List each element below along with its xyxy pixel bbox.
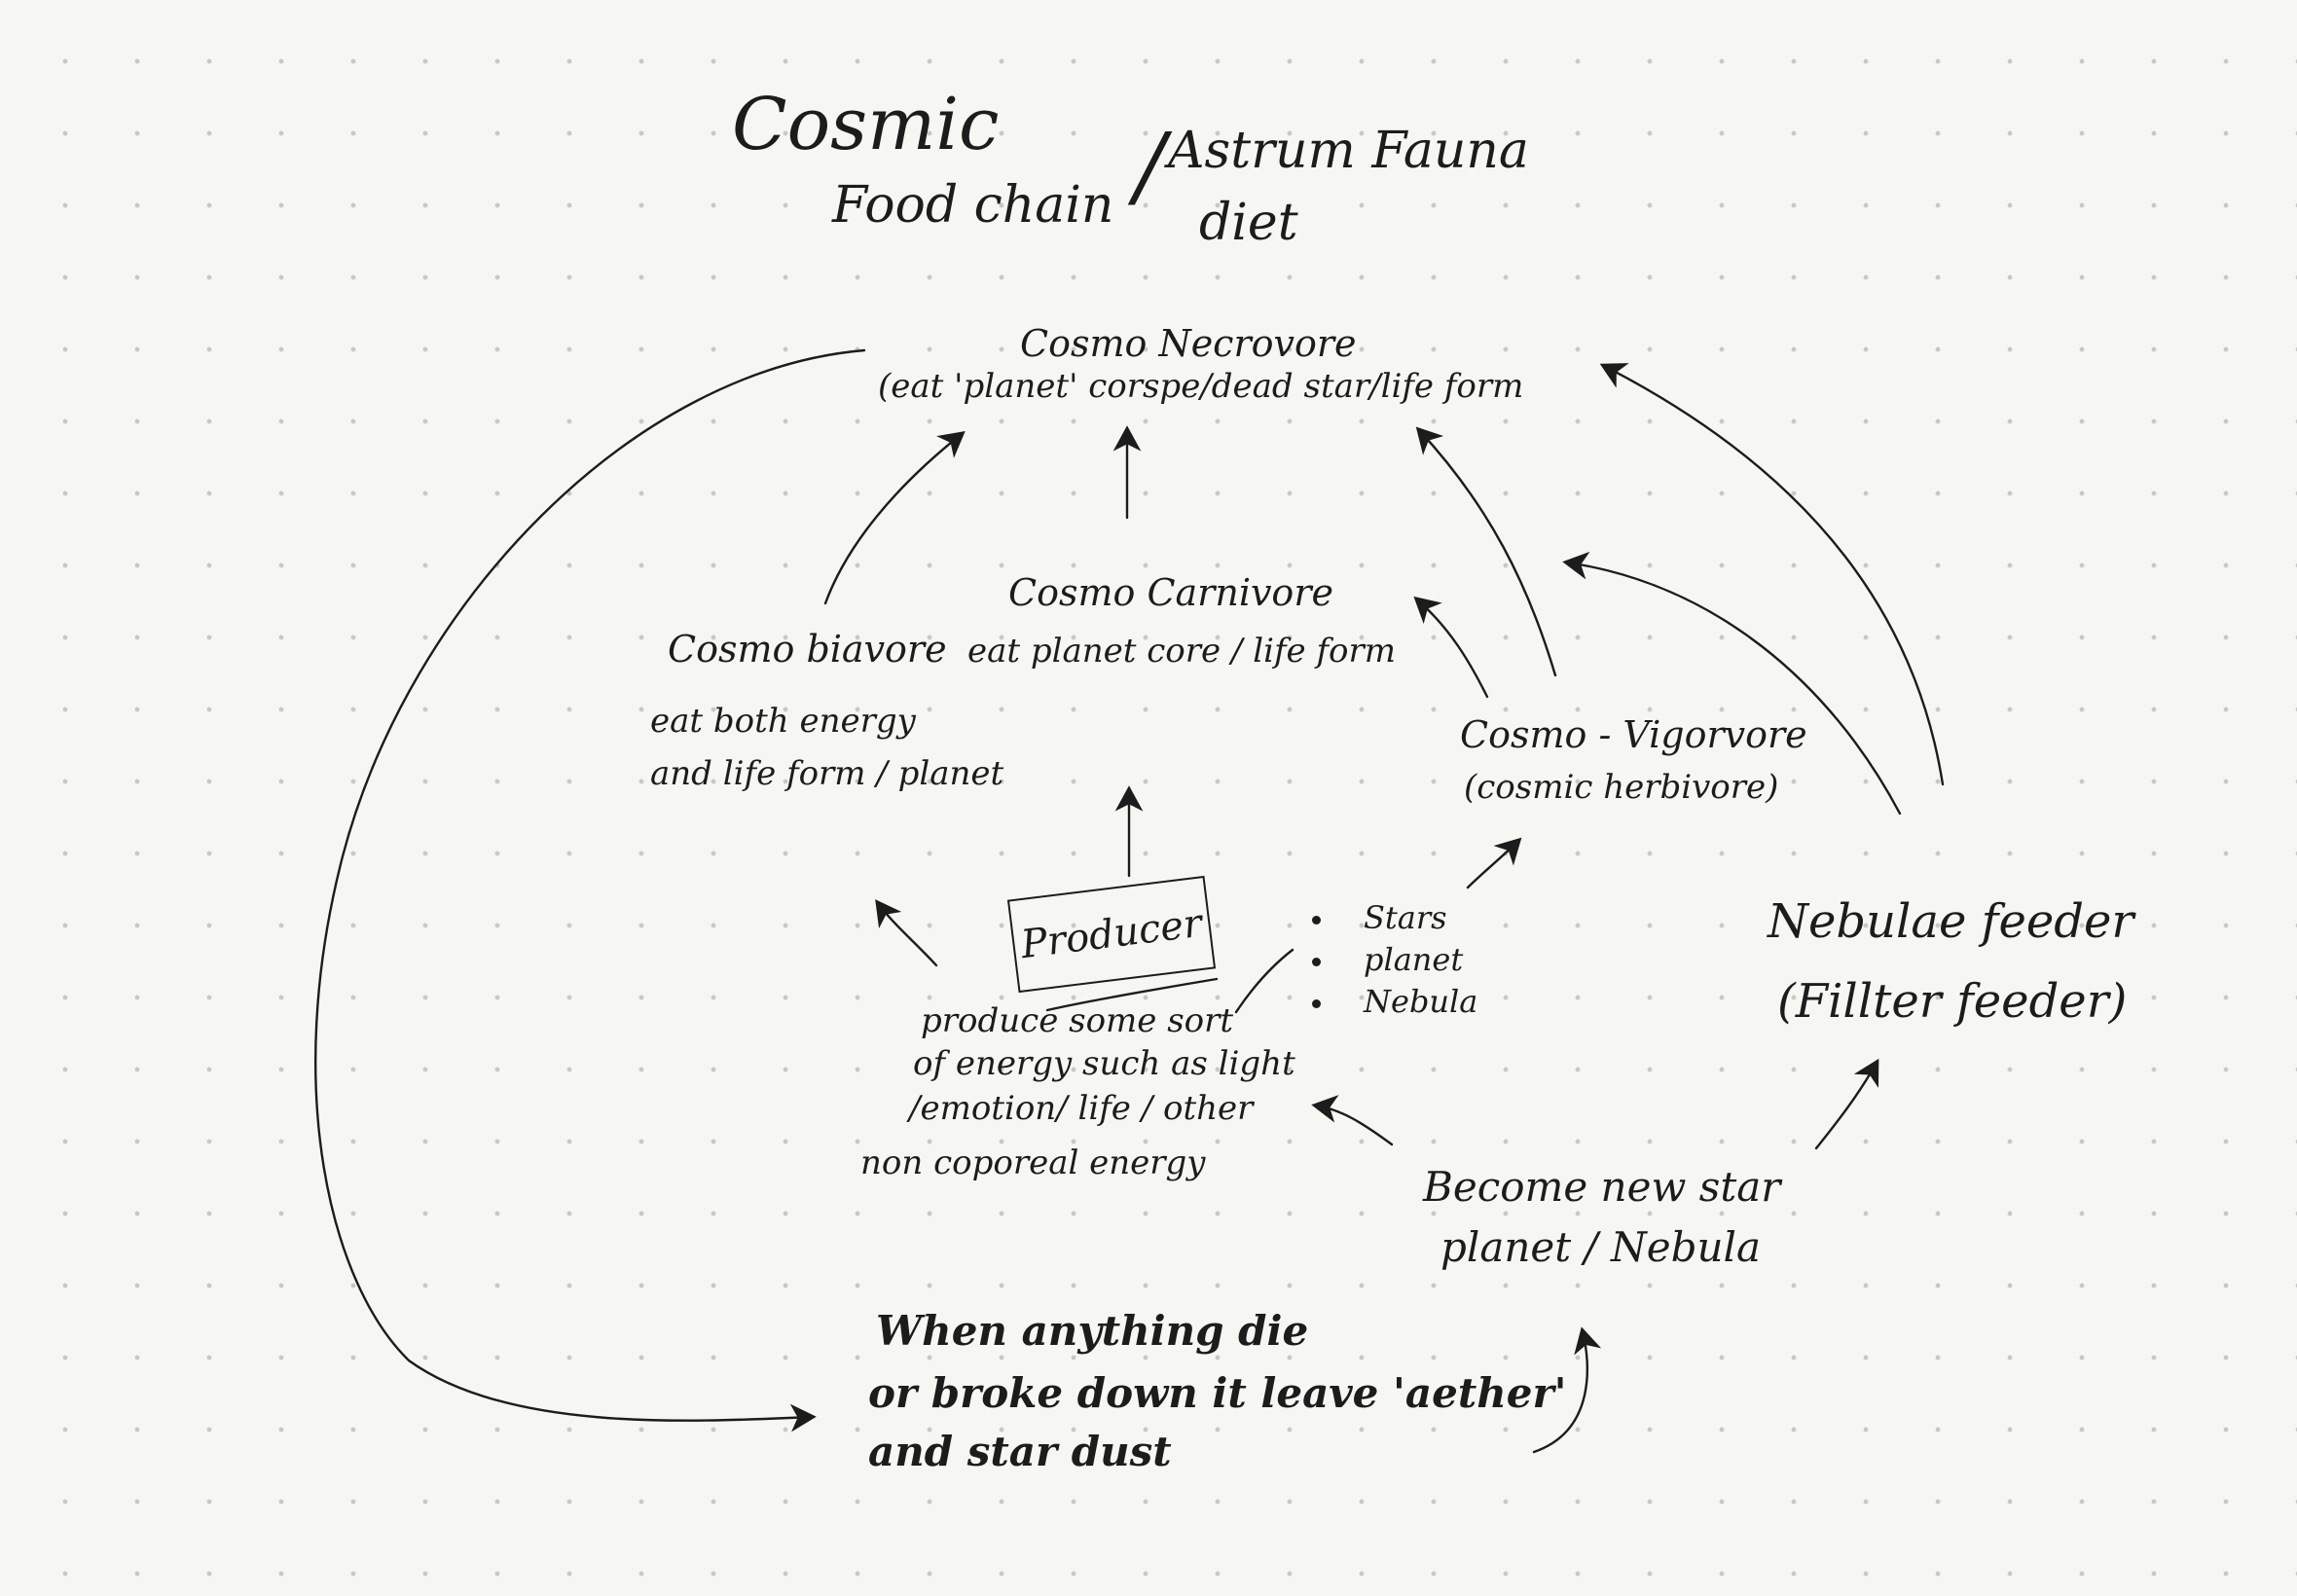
biavore-name: Cosmo biavore [668,628,947,671]
list-item: planet [1312,939,1477,981]
producer-types-list: Stars planet Nebula [1312,897,1477,1024]
arrow-producer-to-vigorvore [1466,837,1522,889]
necrovore-node: Cosmo Necrovore [1020,322,1357,366]
arrow-nebulae-to-carnivore [1562,551,1902,816]
biavore-desc-2: and life form / planet [650,754,1004,793]
producer-desc-2: of energy such as light [913,1044,1295,1083]
list-item: Nebula [1312,981,1477,1023]
diagram-title: Cosmic [732,83,1000,166]
nebulae-feeder-desc: (Fillter feeder) [1777,974,2128,1029]
arrow-biavore-to-necrovore [823,431,966,605]
arrow-necrovore-to-death [314,348,866,1433]
underline-producer [1045,977,1219,1012]
line-producer-to-types [1234,948,1294,1014]
arrow-death-to-rebirth [1532,1326,1602,1454]
rebirth-node: Become new star [1423,1163,1781,1211]
producer-desc-4: non coporeal energy [860,1143,1206,1182]
necrovore-name: Cosmo Necrovore [1020,322,1357,365]
title-line1: Cosmic [732,83,1000,166]
nebulae-feeder-node: Nebulae feeder [1768,894,2134,949]
arrow-nebulae-to-necrovore [1599,363,1945,786]
diagram-title-line2: Food chain [832,176,1114,236]
producer-label: Producer [1018,900,1205,968]
vigorvore-desc: (cosmic herbivore) [1464,768,1779,807]
biavore-desc: eat both energy [650,702,916,741]
title-line2: Food chain [832,176,1114,235]
death-node: When anything die [876,1307,1309,1355]
producer-desc-3: /emotion/ life / other [909,1089,1254,1128]
carnivore-name: Cosmo Carnivore [1008,571,1333,614]
title-alt-line1: Astrum Fauna [1168,122,1529,180]
arrow-rebirth-to-nebulae [1814,1058,1879,1150]
rebirth-node-2: planet / Nebula [1440,1223,1762,1271]
necrovore-desc: (eat 'planet' corspe/dead star/life form [878,367,1524,406]
nebulae-feeder-name: Nebulae feeder [1768,894,2134,949]
producer-desc-1: produce some sort [921,1001,1234,1040]
vigorvore-node: Cosmo - Vigorvore [1460,713,1807,757]
list-item: Stars [1312,897,1477,939]
death-node-2: or broke down it leave 'aether' [868,1369,1567,1417]
arrow-producer-to-biavore [875,899,938,967]
death-node-3: and star dust [868,1428,1172,1475]
carnivore-desc: eat planet core / life form [967,632,1397,671]
vigorvore-name: Cosmo - Vigorvore [1460,713,1807,756]
biavore-node: Cosmo biavore [668,628,947,671]
arrow-vigorvore-to-necrovore [1415,426,1557,677]
arrow-rebirth-to-producer [1311,1095,1394,1146]
title-separator: / [1135,114,1165,218]
title-alt-line2: diet [1199,194,1298,252]
arrow-vigorvore-to-carnivore [1413,596,1489,699]
carnivore-node: Cosmo Carnivore [1008,571,1333,615]
